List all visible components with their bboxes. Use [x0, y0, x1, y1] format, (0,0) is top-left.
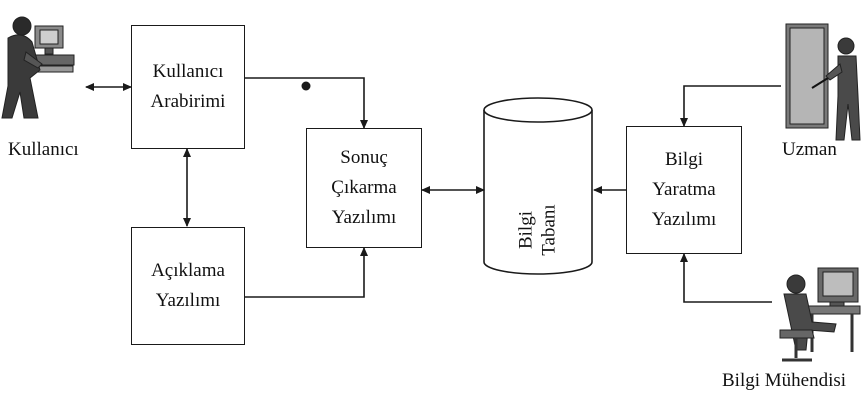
expert-presenting-icon [786, 24, 860, 140]
aciklama-yazilimi-box: Açıklama Yazılımı [131, 227, 245, 345]
bilgi-muhendisi-label: Bilgi Mühendisi [722, 370, 846, 392]
arrow-engineer-creation [684, 254, 772, 302]
kullanici-arabirimi-box: Kullanıcı Arabirimi [131, 25, 245, 149]
uzman-label: Uzman [782, 139, 837, 161]
box-text-line: Çıkarma [331, 173, 396, 203]
box-text-line: Yaratma [652, 175, 716, 205]
user-at-computer-icon [2, 17, 74, 118]
box-text-line: Yazılımı [156, 286, 221, 316]
kullanici-label: Kullanıcı [8, 139, 79, 161]
cylinder-text-line: Tabanı [538, 204, 561, 255]
box-text-line: Arabirimi [151, 87, 226, 117]
arrow-expert-creation [684, 86, 781, 126]
engineer-at-computer-icon [780, 268, 860, 360]
bilgi-yaratma-yazilimi-box: Bilgi Yaratma Yazılımı [626, 126, 742, 254]
box-text-line: Yazılımı [652, 205, 717, 235]
sonuc-cikarma-yazilimi-box: Sonuç Çıkarma Yazılımı [306, 128, 422, 248]
junction-dot [302, 82, 311, 91]
box-text-line: Yazılımı [332, 203, 397, 233]
box-text-line: Sonuç [340, 143, 388, 173]
bilgi-tabani-label: Bilgi Tabanı [515, 175, 561, 285]
box-text-line: Kullanıcı [153, 57, 224, 87]
cylinder-text-line: Bilgi [515, 204, 538, 255]
box-text-line: Açıklama [151, 256, 225, 286]
arrow-explanation-inference [245, 248, 364, 297]
box-text-line: Bilgi [665, 145, 703, 175]
